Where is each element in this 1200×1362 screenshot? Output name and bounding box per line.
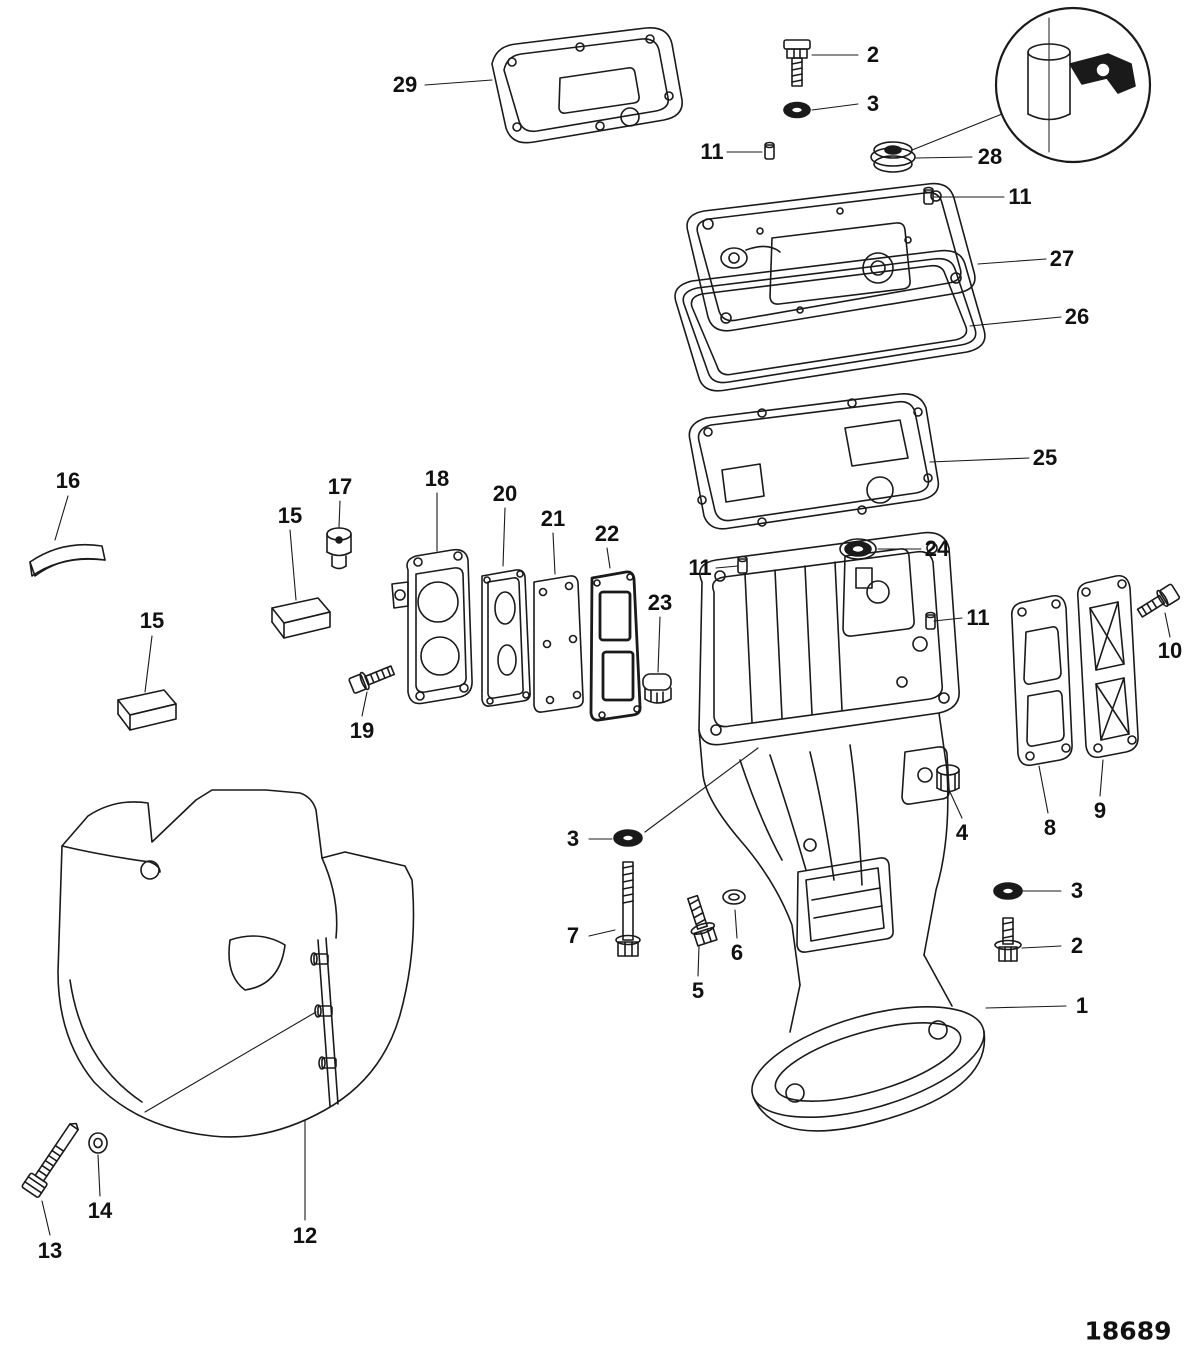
callout-7: 7 <box>566 923 580 948</box>
callout-1: 1 <box>1075 993 1089 1018</box>
callout-12: 12 <box>292 1223 318 1248</box>
callout-26: 26 <box>1064 304 1090 329</box>
part-17-plug <box>326 527 352 570</box>
callout-5: 5 <box>691 978 705 1003</box>
part-4-plug <box>936 764 960 793</box>
callout-4: 4 <box>955 820 969 845</box>
callout-14: 14 <box>87 1198 113 1223</box>
callout-18: 18 <box>424 466 450 491</box>
part-16-strip <box>29 543 106 577</box>
part-6-washer <box>722 889 746 905</box>
part-18-plate <box>391 548 473 705</box>
callout-17: 17 <box>327 474 353 499</box>
part-5-bolt <box>687 894 718 947</box>
callout-22: 22 <box>594 521 620 546</box>
callout-24: 24 <box>924 536 950 561</box>
part-11-pins <box>737 141 936 630</box>
callout-9: 9 <box>1093 798 1107 823</box>
inset-detail-circle <box>994 6 1152 164</box>
diagram-number: 18689 <box>1084 1316 1172 1346</box>
part-26-seal <box>674 249 986 392</box>
part-25-gasket <box>688 392 940 530</box>
part-7-stud <box>615 861 641 957</box>
callout-3c: 3 <box>1070 878 1084 903</box>
part-23-cap <box>642 673 672 704</box>
part-1-driveshaft-housing <box>698 531 986 1132</box>
part-9-plate <box>1076 574 1139 759</box>
callout-11a: 11 <box>700 139 724 164</box>
callout-13: 13 <box>37 1238 63 1263</box>
part-13-bolt <box>21 1122 79 1198</box>
part-28-grommet <box>870 141 916 173</box>
callout-16: 16 <box>55 468 81 493</box>
part-3-flange-nut <box>613 101 1023 900</box>
callout-19: 19 <box>349 718 375 743</box>
part-24-seal <box>839 538 877 560</box>
callout-23: 23 <box>647 590 673 615</box>
callout-15a: 15 <box>277 503 303 528</box>
part-29-gasket <box>491 27 683 144</box>
callout-8: 8 <box>1043 815 1057 840</box>
callout-2b: 2 <box>1070 933 1084 958</box>
callout-10: 10 <box>1157 638 1183 663</box>
part-12-cowl <box>57 789 415 1138</box>
part-2-bolt-bottom <box>994 917 1022 962</box>
part-15-strips <box>117 597 331 731</box>
callout-3a: 3 <box>866 91 880 116</box>
part-27-adapter-plate <box>686 182 976 332</box>
callout-20: 20 <box>492 481 518 506</box>
callout-28: 28 <box>977 144 1003 169</box>
callout-2a: 2 <box>866 42 880 67</box>
leader-lines <box>41 54 1171 1236</box>
callout-25: 25 <box>1032 445 1058 470</box>
callout-3b: 3 <box>566 826 580 851</box>
part-20-gasket <box>481 569 531 707</box>
part-22-gasket <box>589 570 642 722</box>
callout-29: 29 <box>392 72 418 97</box>
part-10-bolt <box>1136 583 1181 618</box>
callout-21: 21 <box>540 506 566 531</box>
callout-27: 27 <box>1049 246 1075 271</box>
part-8-plate <box>1010 594 1073 767</box>
part-2-bolt-top <box>783 39 811 87</box>
part-19-bolt <box>348 665 396 694</box>
callout-11c: 11 <box>688 555 712 580</box>
callout-15b: 15 <box>139 608 165 633</box>
part-21-plate <box>533 575 584 713</box>
callout-11d: 11 <box>966 605 990 630</box>
callout-6: 6 <box>730 940 744 965</box>
callout-11b: 11 <box>1008 184 1032 209</box>
part-14-washer <box>88 1132 108 1154</box>
